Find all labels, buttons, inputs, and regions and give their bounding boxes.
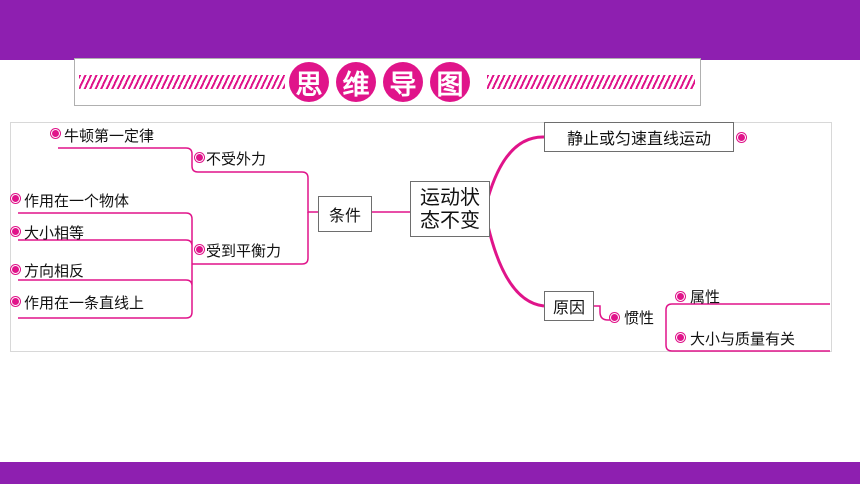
nonforce-label: 不受外力 <box>206 150 267 168</box>
equal-size-bullet <box>11 227 20 236</box>
connector-center-top <box>486 135 545 199</box>
connector-balanced-children <box>18 212 198 319</box>
mass-label: 大小与质量有关 <box>690 330 796 348</box>
motion-state-node: 静止或匀速直线运动 <box>544 122 734 152</box>
title-characters: 思 维 导 图 <box>289 62 470 102</box>
center-line-2: 态不变 <box>420 208 480 232</box>
nonforce-bullet <box>195 153 204 162</box>
balanced-label: 受到平衡力 <box>206 242 282 260</box>
top-banner <box>0 0 860 60</box>
title-char-4: 图 <box>430 62 470 102</box>
center-line-1: 运动状 <box>420 185 480 209</box>
connector-nonforce-newton <box>58 147 199 173</box>
balanced-bullet <box>195 245 204 254</box>
connector-inertia-children <box>665 303 830 352</box>
title-banner: 思 维 导 图 <box>74 58 701 106</box>
title-char-2: 维 <box>336 62 376 102</box>
inertia-bullet <box>610 313 619 322</box>
bottom-banner <box>0 462 860 484</box>
same-line-label: 作用在一条直线上 <box>24 294 145 312</box>
condition-node: 条件 <box>318 196 372 232</box>
title-char-3: 导 <box>383 62 423 102</box>
connector-condition-balanced <box>198 212 309 265</box>
motion-state-bullet <box>737 133 746 142</box>
opposite-label: 方向相反 <box>24 262 85 280</box>
property-bullet <box>676 292 685 301</box>
title-char-1: 思 <box>289 62 329 102</box>
inertia-label: 惯性 <box>624 309 655 327</box>
same-line-bullet <box>11 297 20 306</box>
property-label: 属性 <box>690 288 721 306</box>
one-object-label: 作用在一个物体 <box>24 192 130 210</box>
newton-bullet <box>51 129 60 138</box>
reason-node: 原因 <box>544 291 594 321</box>
connector-reason-inertia <box>594 305 616 321</box>
newton-label: 牛顿第一定律 <box>64 127 155 145</box>
center-node: 运动状 态不变 <box>410 181 490 237</box>
mindmap-panel <box>10 122 832 352</box>
title-hatch-right <box>487 75 695 89</box>
connector-condition-nonforce <box>198 171 318 213</box>
connector-center-bottom <box>486 225 545 308</box>
equal-size-label: 大小相等 <box>24 224 85 242</box>
opposite-bullet <box>11 265 20 274</box>
one-object-bullet <box>11 194 20 203</box>
title-hatch-left <box>79 75 285 89</box>
mass-bullet <box>676 333 685 342</box>
